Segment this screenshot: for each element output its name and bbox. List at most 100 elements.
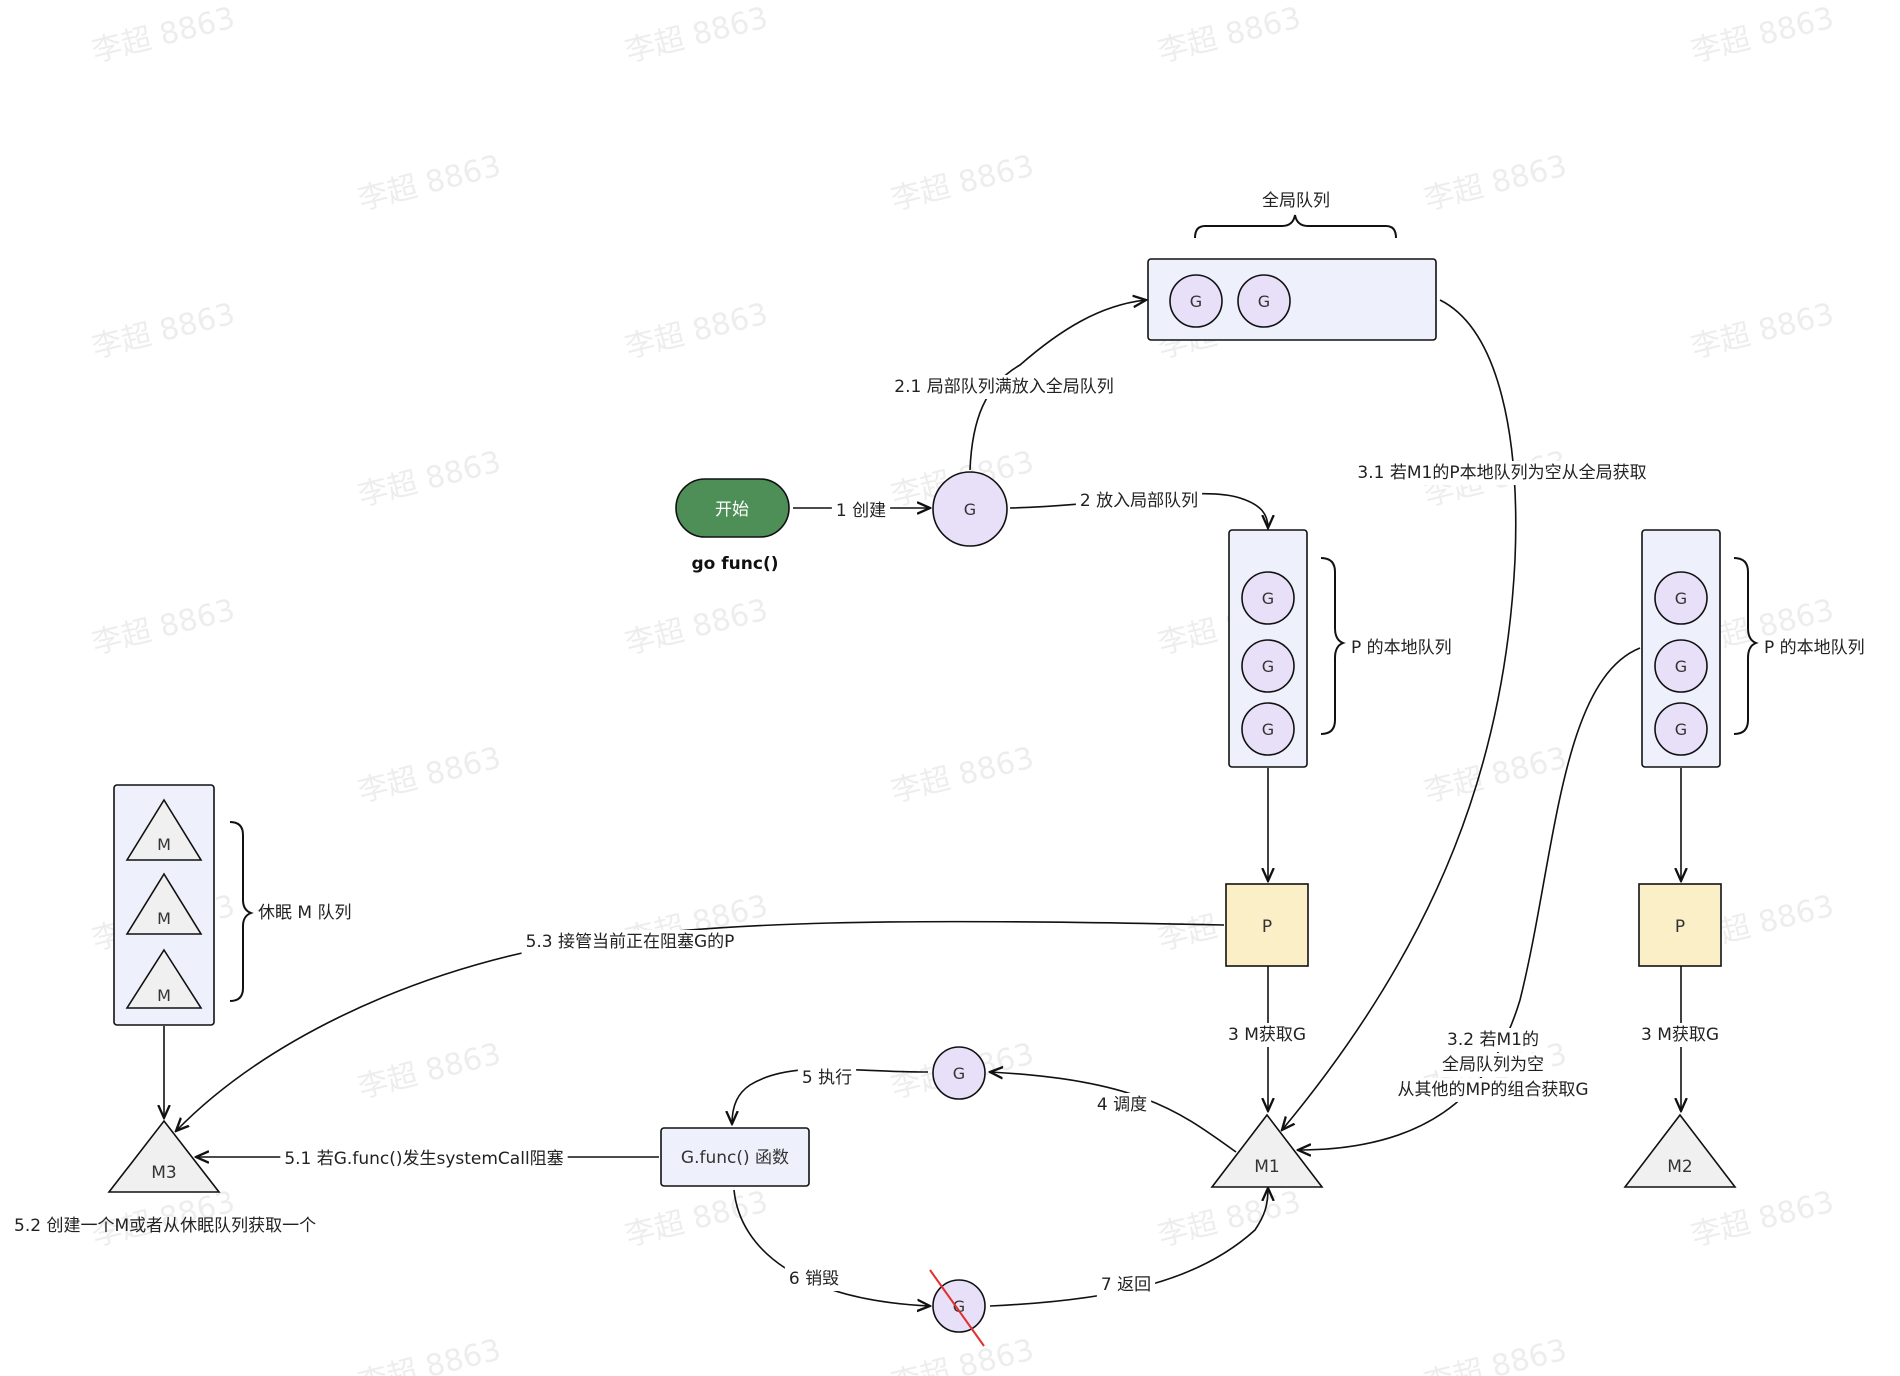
edge-label-background — [1096, 1273, 1156, 1297]
label-m-get-g-1: 3 M获取G — [1228, 1025, 1306, 1045]
watermark-text: 李超 8863 — [1687, 1185, 1837, 1254]
label-from-global: 3.1 若M1的P本地队列为空从全局获取 — [1357, 463, 1646, 483]
brace-sleep-queue — [229, 821, 254, 1002]
start-caption: go func() — [692, 554, 779, 574]
g-destroyed-cross — [929, 1269, 985, 1347]
g-destroyed-label: G — [953, 1297, 965, 1316]
watermark-text: 李超 8863 — [354, 149, 504, 218]
edge-label-background — [797, 1066, 857, 1090]
sleep-m-3-label: M — [157, 986, 171, 1005]
watermark-text: 李超 8863 — [621, 1185, 771, 1254]
global-queue-g-1-label: G — [1190, 292, 1202, 311]
watermark-text: 李超 8863 — [88, 593, 238, 662]
m2-triangle — [1623, 1113, 1737, 1188]
p1-box — [1225, 883, 1309, 967]
local-queue-1-g-1-label: G — [1262, 589, 1274, 608]
local-queue-1-g-2-label: G — [1262, 657, 1274, 676]
edge-label-background — [1636, 1023, 1724, 1047]
watermark-text: 李超 8863 — [354, 1037, 504, 1106]
global-queue-g-2 — [1237, 274, 1291, 328]
watermark-text: 李超 8863 — [1420, 1333, 1570, 1376]
edge-label-background — [784, 1267, 844, 1291]
label-take-over-p: 5.3 接管当前正在阻塞G的P — [526, 932, 735, 952]
edge-label-background — [1075, 489, 1203, 513]
watermark-text: 李超 8863 — [621, 297, 771, 366]
g-created-label: G — [964, 500, 976, 519]
label-put-local: 2 放入局部队列 — [1080, 491, 1198, 511]
label-steal-2: 全局队列为空 — [1442, 1055, 1544, 1075]
label-local-queue-1: P 的本地队列 — [1351, 638, 1452, 658]
edge-label-background — [1092, 1093, 1152, 1117]
edge-from-global — [1282, 299, 1517, 1130]
brace-local-queue-1 — [1320, 557, 1346, 735]
watermark-text: 李超 8863 — [88, 1, 238, 70]
watermark-text: 李超 8863 — [1420, 741, 1570, 810]
start-node — [675, 478, 790, 538]
local-queue-1-g-3-label: G — [1262, 720, 1274, 739]
sleep-m-2-label: M — [157, 909, 171, 928]
start-label: 开始 — [715, 500, 749, 520]
watermark-text: 李超 8863 — [354, 741, 504, 810]
local-queue-1-g-1 — [1241, 571, 1295, 625]
edge-steal — [1298, 647, 1641, 1150]
label-sleep-queue: 休眠 M 队列 — [258, 903, 351, 923]
watermark-text: 李超 8863 — [1687, 297, 1837, 366]
watermark-text: 李超 8863 — [621, 593, 771, 662]
label-global-queue: 全局队列 — [1262, 191, 1330, 211]
label-create-m: 5.2 创建一个M或者从休眠队列获取一个 — [14, 1216, 316, 1236]
edge-label-background — [1223, 1023, 1311, 1047]
local-queue-2-g-1-label: G — [1675, 589, 1687, 608]
label-steal-1: 3.2 若M1的 — [1447, 1030, 1539, 1050]
edge-label-background — [1393, 1078, 1593, 1102]
m3-triangle — [107, 1119, 221, 1193]
edge-label-background — [521, 930, 739, 954]
gfunc-label: G.func() 函数 — [681, 1148, 789, 1168]
local-queue-2-g-3 — [1654, 702, 1708, 756]
p2-box — [1638, 883, 1722, 967]
label-destroy: 6 销毁 — [789, 1269, 839, 1289]
local-queue-2-g-2 — [1654, 639, 1708, 693]
local-queue-1-g-2 — [1241, 639, 1295, 693]
label-create: 1 创建 — [836, 501, 886, 521]
label-return: 7 返回 — [1101, 1275, 1151, 1295]
edge-return — [989, 1188, 1268, 1307]
gfunc-box — [660, 1127, 810, 1187]
edge-execute — [732, 1068, 929, 1124]
watermark-text: 李超 8863 — [88, 297, 238, 366]
m3-label: M3 — [151, 1163, 176, 1183]
label-schedule: 4 调度 — [1097, 1095, 1147, 1115]
p2-label: P — [1675, 917, 1685, 937]
p1-label: P — [1262, 917, 1272, 937]
sleep-m-1-label: M — [157, 835, 171, 854]
local-queue-2-g-2-label: G — [1675, 657, 1687, 676]
label-execute: 5 执行 — [802, 1068, 852, 1088]
edge-label-background — [1353, 461, 1651, 485]
m2-label: M2 — [1667, 1157, 1692, 1177]
label-m-get-g-2: 3 M获取G — [1641, 1025, 1719, 1045]
edge-label-background — [1443, 1028, 1543, 1052]
label-local-full: 2.1 局部队列满放入全局队列 — [894, 377, 1113, 397]
g-scheduled-label: G — [953, 1064, 965, 1083]
watermark-text: 李超 8863 — [887, 1333, 1037, 1376]
global-queue-g-2-label: G — [1258, 292, 1270, 311]
global-queue-g-1 — [1169, 274, 1223, 328]
brace-local-queue-2 — [1733, 557, 1759, 735]
local-queue-2-g-1 — [1654, 571, 1708, 625]
sleep-m-3 — [125, 948, 203, 1009]
sleep-m-1 — [125, 798, 203, 861]
watermark-text: 李超 8863 — [354, 445, 504, 514]
label-steal-3: 从其他的MP的组合获取G — [1397, 1080, 1588, 1100]
edge-label-background — [890, 375, 1118, 399]
g-created — [932, 471, 1008, 547]
label-local-queue-2: P 的本地队列 — [1764, 638, 1865, 658]
brace-global-queue — [1194, 214, 1397, 239]
watermark-text: 李超 8863 — [354, 1333, 504, 1376]
edge-label-background — [831, 499, 891, 523]
m1-label: M1 — [1254, 1157, 1279, 1177]
g-scheduled — [932, 1046, 986, 1100]
edge-local-full — [969, 300, 1146, 471]
label-syscall-block: 5.1 若G.func()发生systemCall阻塞 — [284, 1149, 563, 1169]
watermark-text: 李超 8863 — [1420, 149, 1570, 218]
label-layer: 全局队列 P 的本地队列 P 的本地队列 休眠 M 队列 1 创建 2 放入局部… — [14, 191, 1865, 1297]
